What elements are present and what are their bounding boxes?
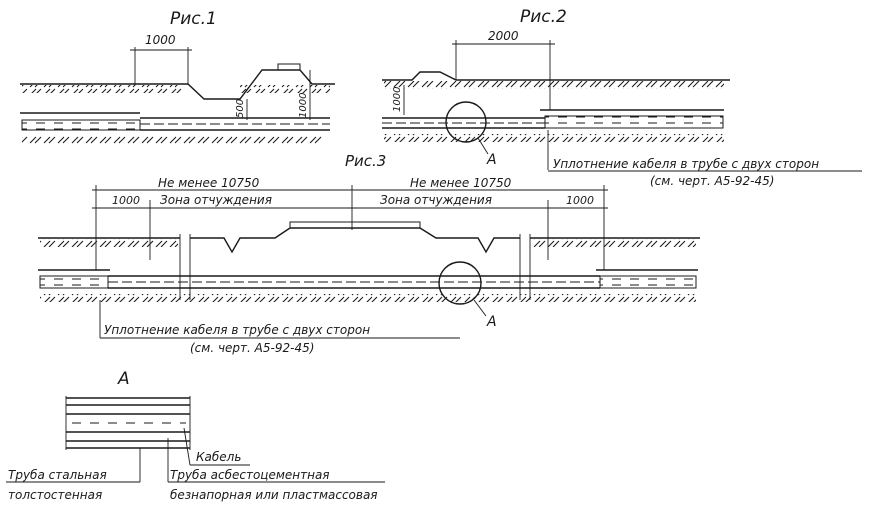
fig3-span-right: Не менее 10750 <box>410 176 512 190</box>
fig1-soil-hatch <box>22 85 182 93</box>
fig3-soil-bottom <box>40 294 696 302</box>
fig2-dim-top: 2000 <box>488 29 519 43</box>
fig1-soil-bottom <box>22 136 322 144</box>
fig3-note: Уплотнение кабеля в трубе с двух сторон <box>104 323 370 337</box>
fig3-dim-left: 1000 <box>112 194 140 207</box>
fig1-asbestos-pipe <box>21 119 141 131</box>
fig3-asbestos-left <box>39 275 109 289</box>
fig1-dim-v2: 1000 <box>298 93 309 118</box>
fig2-asbestos-pipe <box>544 115 724 129</box>
fig3-title: Рис.3 <box>345 152 386 170</box>
detail-steel-pipe-1: Труба стальная <box>8 468 107 482</box>
fig3-detail-circle <box>438 261 482 305</box>
detail-cable-label: Кабель <box>196 450 241 464</box>
fig2-note-ref: (см. черт. А5-92-45) <box>650 174 774 188</box>
figure-3: Рис.3 Не менее 10750 Не менее 10750 1000… <box>38 152 700 355</box>
fig1-ground-line <box>20 69 335 100</box>
detail-title: А <box>117 369 130 389</box>
fig2-title: Рис.2 <box>520 7 567 27</box>
fig3-span-left: Не менее 10750 <box>158 176 260 190</box>
fig1-dim-v1: 500 <box>235 99 246 118</box>
fig3-callout: А <box>486 314 497 330</box>
detail-steel-pipe-2: толстостенная <box>8 488 102 502</box>
fig3-soil-right <box>532 239 696 247</box>
fig3-ground-middle <box>190 227 520 254</box>
fig3-rail-bed <box>289 221 421 229</box>
detail-a: А Кабель Труба стальная толстостенная Тр… <box>6 369 385 502</box>
figure-1: Рис.1 1000 500 1000 <box>20 9 335 144</box>
fig1-rail <box>277 63 301 71</box>
fig1-dim-top: 1000 <box>145 33 176 47</box>
fig1-soil-hatch-2 <box>240 85 330 93</box>
detail-cable <box>68 418 186 428</box>
figure-2: Рис.2 2000 1000 А Уплотнение кабеля в тр… <box>382 7 862 188</box>
fig2-soil-hatch <box>384 81 724 89</box>
detail-asbestos-2: безнапорная или пластмассовая <box>170 488 378 502</box>
fig2-callout: А <box>486 152 497 168</box>
fig3-note-ref: (см. черт. А5-92-45) <box>190 341 314 355</box>
fig3-zone-right: Зона отчуждения <box>380 193 492 207</box>
fig3-dim-right: 1000 <box>566 194 594 207</box>
fig3-soil-left <box>40 239 178 247</box>
fig3-zone-left: Зона отчуждения <box>160 193 272 207</box>
fig2-detail-circle <box>445 101 487 143</box>
fig1-title: Рис.1 <box>170 9 217 29</box>
fig2-dim-v: 1000 <box>392 87 403 112</box>
fig2-ground-line <box>382 71 730 81</box>
fig2-note: Уплотнение кабеля в трубе с двух сторон <box>553 157 819 171</box>
detail-asbestos-1: Труба асбестоцементная <box>170 468 330 482</box>
fig2-soil-bottom <box>384 134 724 142</box>
fig3-asbestos-right <box>599 275 697 289</box>
